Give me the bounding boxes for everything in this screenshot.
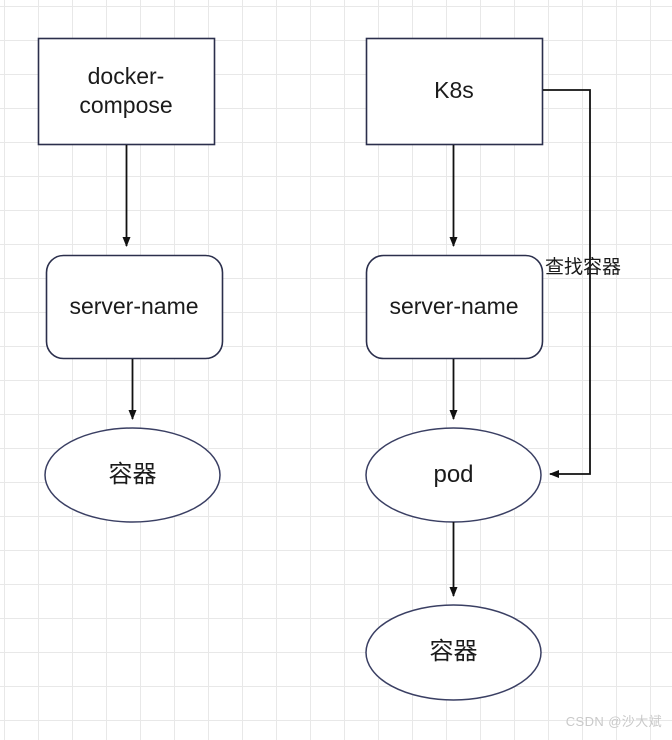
node-pod[interactable] [365,427,542,523]
edge-k8s-to-pod-lookup [543,89,591,478]
node-container-left[interactable] [44,427,221,523]
node-docker-compose[interactable] [37,37,216,146]
node-k8s[interactable] [365,37,544,146]
node-container-right[interactable] [365,604,542,701]
node-server-name-right[interactable] [365,254,544,360]
node-server-name-left[interactable] [45,254,224,360]
